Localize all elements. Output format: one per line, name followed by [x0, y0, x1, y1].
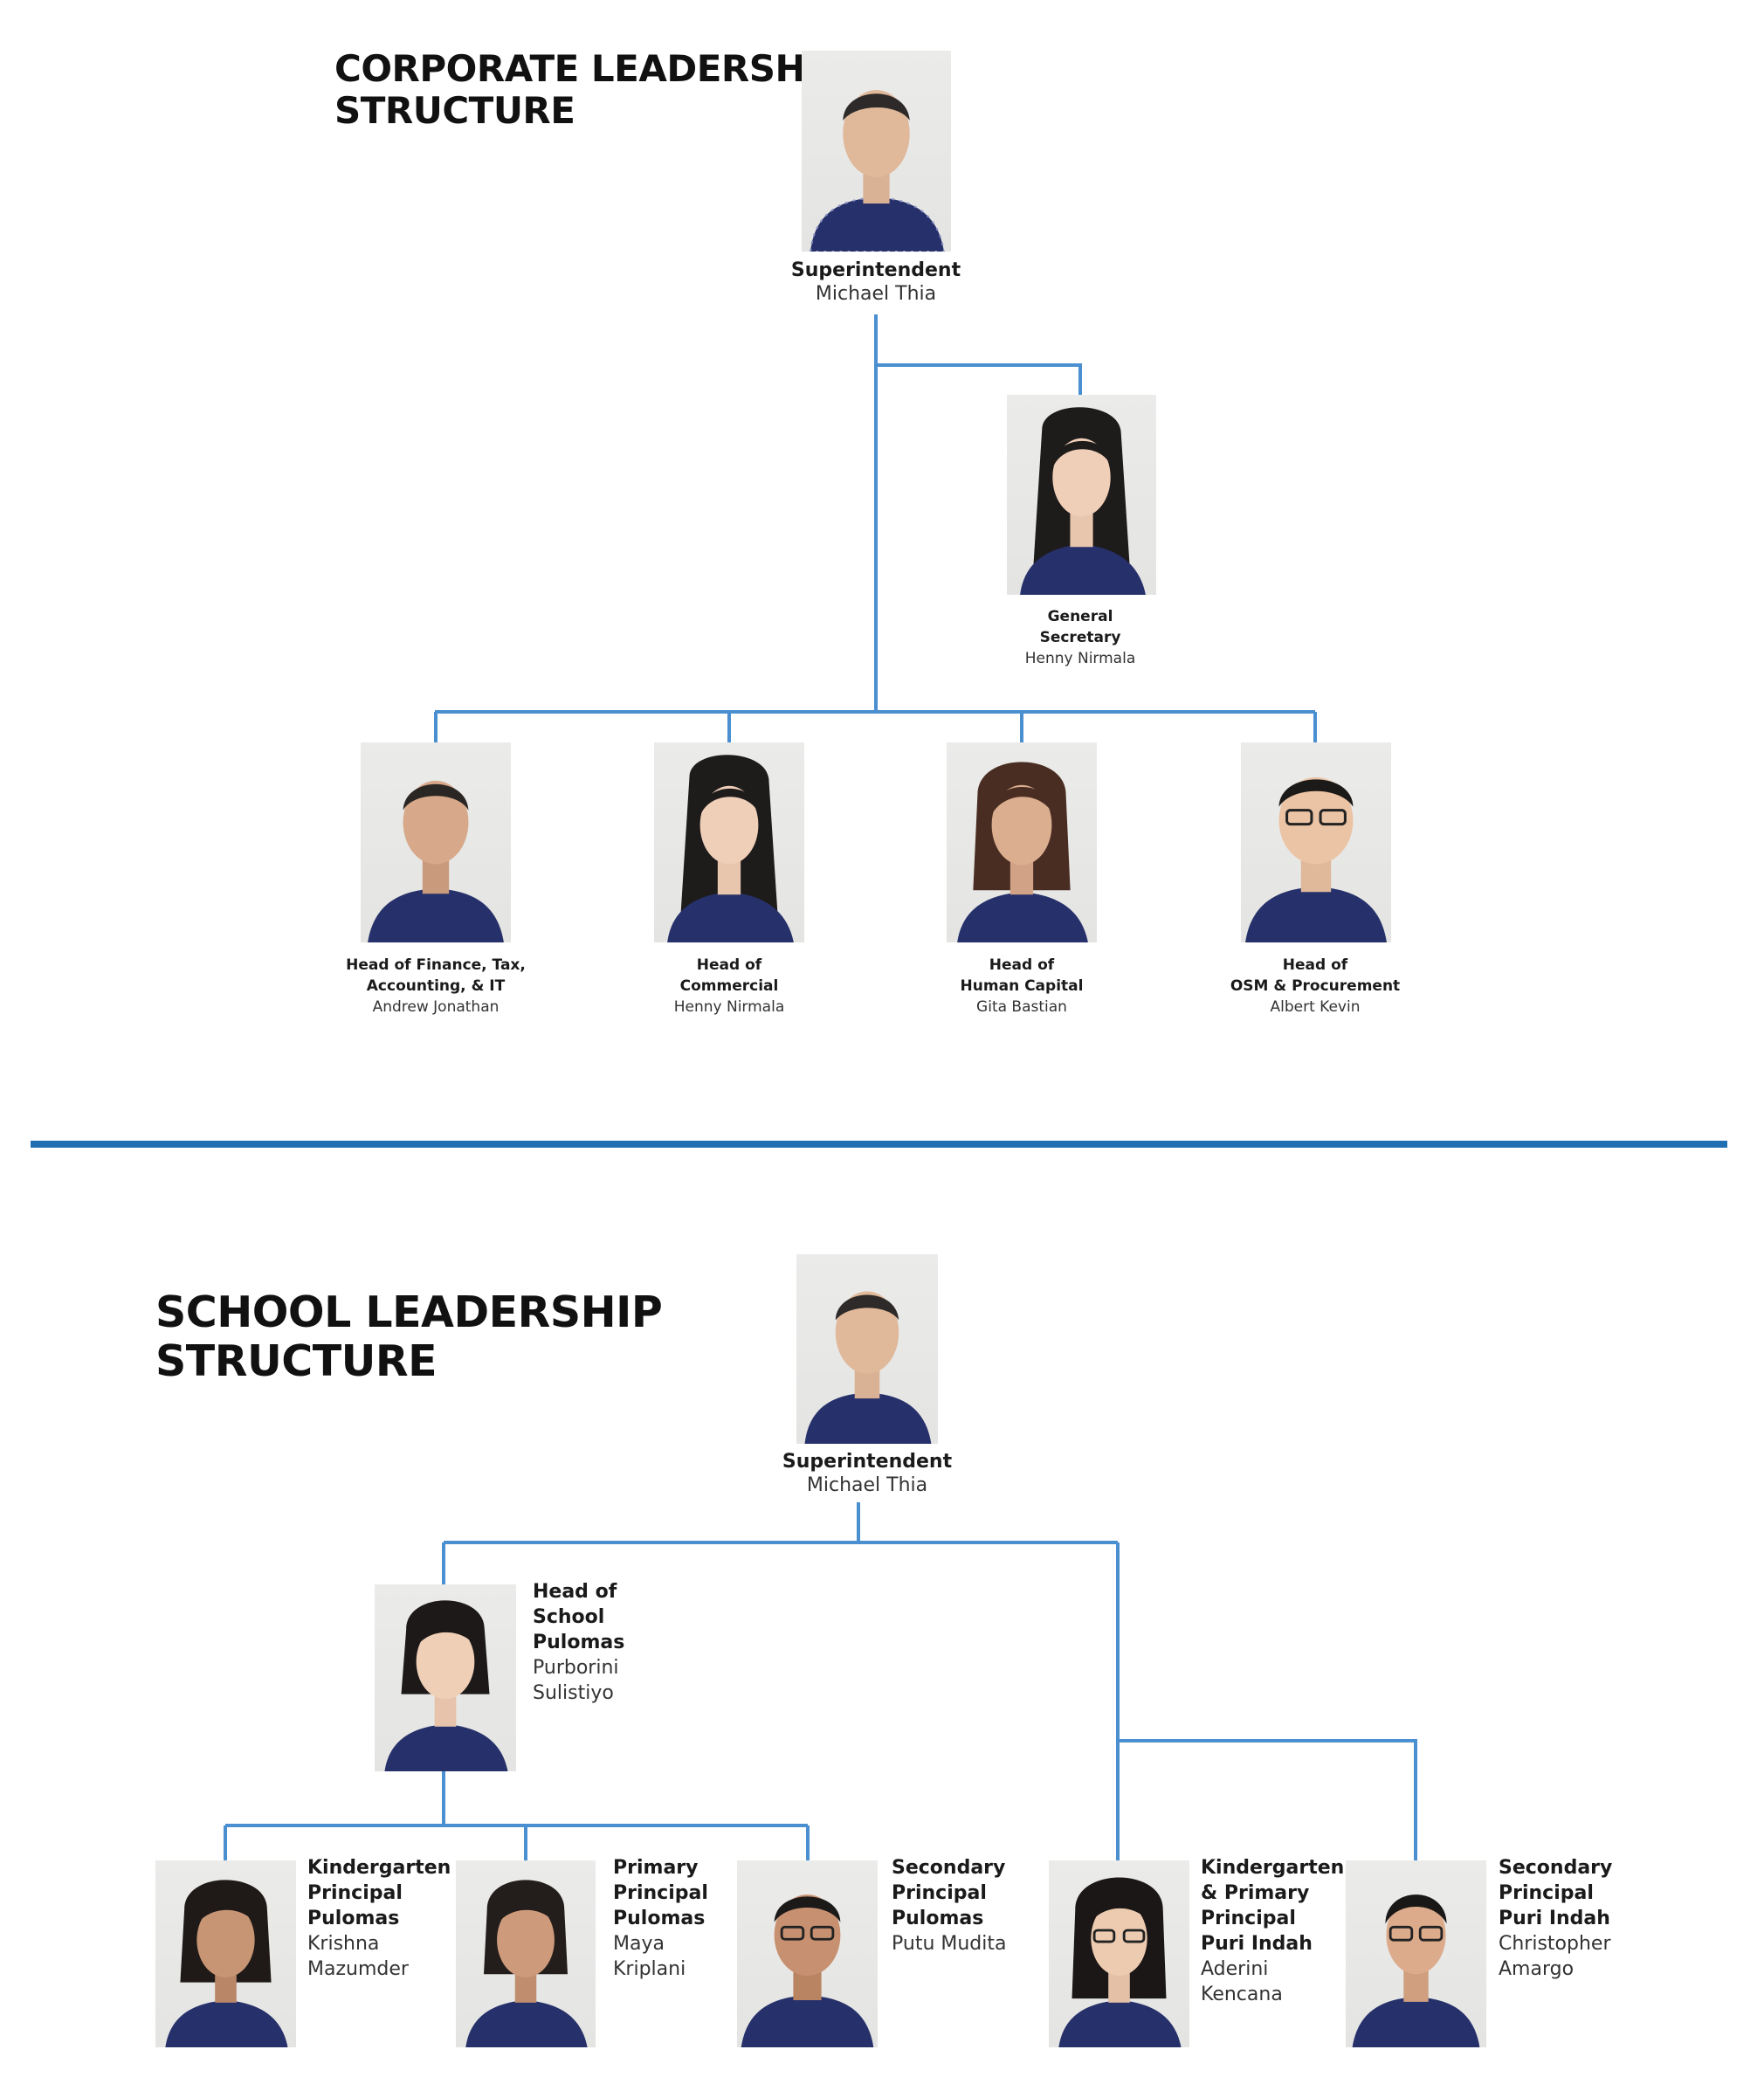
portrait-icon [368, 780, 504, 942]
portrait-icon [741, 1894, 874, 2047]
school-head-photo [375, 1584, 516, 1771]
school-head-label: Head of School Pulomas Purborini Sulisti… [533, 1581, 625, 1704]
school-principal-puri-sec-photo [1346, 1860, 1486, 2047]
school-principal-primary-label: Primary Principal Pulomas Maya Kriplani [613, 1857, 708, 1980]
portrait-icon [1352, 1894, 1480, 2047]
portrait-icon [957, 762, 1088, 942]
corp-head-finance-photo [361, 742, 511, 942]
portrait-icon [810, 90, 945, 252]
corp-secretary-link [876, 363, 1082, 395]
school-superintendent-label: Superintendent Michael Thia [782, 1451, 953, 1496]
school-principal-kg-photo [155, 1860, 296, 2047]
school-principal-secondary-photo [737, 1860, 878, 2047]
corp-head-commercial-photo [654, 742, 804, 942]
corp-head-hc-photo [947, 742, 1097, 942]
school-principal-puri-kgp-label: Kindergarten & Primary Principal Puri In… [1201, 1857, 1345, 2005]
corp-secretary-label: General Secretary Henny Nirmala [1024, 608, 1136, 667]
school-superintendent-photo [796, 1254, 938, 1444]
portrait-icon [165, 1880, 288, 2047]
corp-head-osm-label: Head of OSM & Procurement Albert Kevin [1230, 956, 1401, 1016]
school-section-title: SCHOOL LEADERSHIP STRUCTURE [155, 1287, 663, 1387]
corp-head-osm-photo [1241, 742, 1391, 942]
portrait-icon [1020, 407, 1146, 595]
corp-superintendent-photo [802, 51, 951, 252]
corporate-section-title: CORPORATE LEADERSHIP STRUCTURE [334, 47, 845, 133]
school-principal-primary-photo [456, 1860, 596, 2047]
portrait-icon [1058, 1877, 1182, 2047]
portrait-icon [384, 1600, 508, 1771]
school-principal-puri-sec-label: Secondary Principal Puri Indah Christoph… [1499, 1857, 1613, 1980]
portrait-icon [1245, 776, 1387, 942]
portrait-icon [804, 1291, 932, 1444]
school-principal-secondary-label: Secondary Principal Pulomas Putu Mudita [892, 1857, 1007, 1955]
corp-secretary-photo [1007, 395, 1156, 595]
section-divider [31, 1141, 1727, 1148]
portrait-icon [667, 755, 794, 942]
school-principal-puri-kgp-photo [1049, 1860, 1189, 2047]
portrait-icon [465, 1880, 588, 2047]
corp-head-hc-label: Head of Human Capital Gita Bastian [960, 956, 1084, 1016]
corp-head-commercial-label: Head of Commercial Henny Nirmala [673, 956, 785, 1016]
school-principal-kg-label: Kindergarten Principal Pulomas Krishna M… [307, 1857, 451, 1980]
school-puri-branch [1118, 1739, 1417, 1860]
corp-superintendent-label: Superintendent Michael Thia [790, 259, 961, 305]
corp-head-finance-label: Head of Finance, Tax, Accounting, & IT A… [346, 956, 526, 1016]
